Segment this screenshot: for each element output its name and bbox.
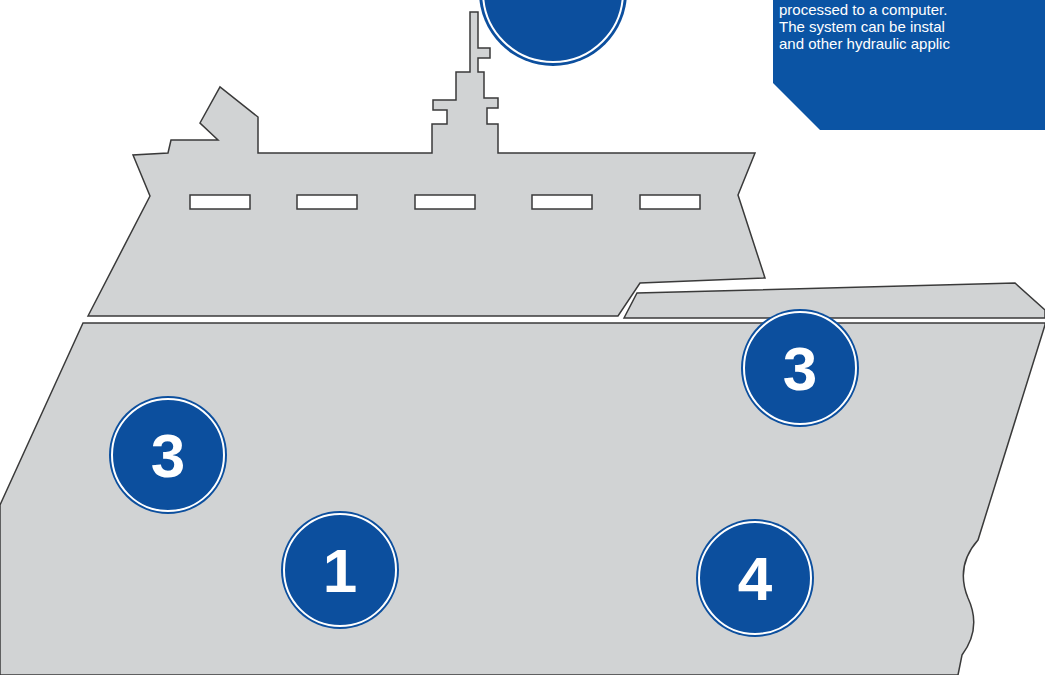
ship-superstructure xyxy=(88,12,765,316)
circle-fill xyxy=(696,519,814,637)
ship-forecastle xyxy=(624,283,1045,318)
info-panel: processed to a computer. The system can … xyxy=(773,0,1045,130)
callout-number: 3 xyxy=(740,308,860,428)
circle-fill xyxy=(741,309,859,427)
circle-fill xyxy=(281,511,399,629)
circle-fill xyxy=(479,0,627,66)
callout-circle: 3 xyxy=(108,395,228,515)
ship-hull xyxy=(0,323,1045,675)
callout-circle: 3 xyxy=(740,308,860,428)
window xyxy=(297,195,357,209)
window xyxy=(415,195,475,209)
callout-circle: 4 xyxy=(695,518,815,638)
callout-circle: 1 xyxy=(280,510,400,630)
callout-number: 4 xyxy=(695,518,815,638)
window xyxy=(190,195,250,209)
panel-fill xyxy=(773,0,1045,130)
circle-fill xyxy=(109,396,227,514)
circle-ring xyxy=(483,0,623,62)
ship-windows xyxy=(190,195,700,209)
window xyxy=(640,195,700,209)
callout-number: 1 xyxy=(280,510,400,630)
panel-text: processed to a computer. The system can … xyxy=(779,1,967,52)
window xyxy=(532,195,592,209)
callout-number: 3 xyxy=(108,395,228,515)
cropped-callout-circle xyxy=(479,0,627,66)
